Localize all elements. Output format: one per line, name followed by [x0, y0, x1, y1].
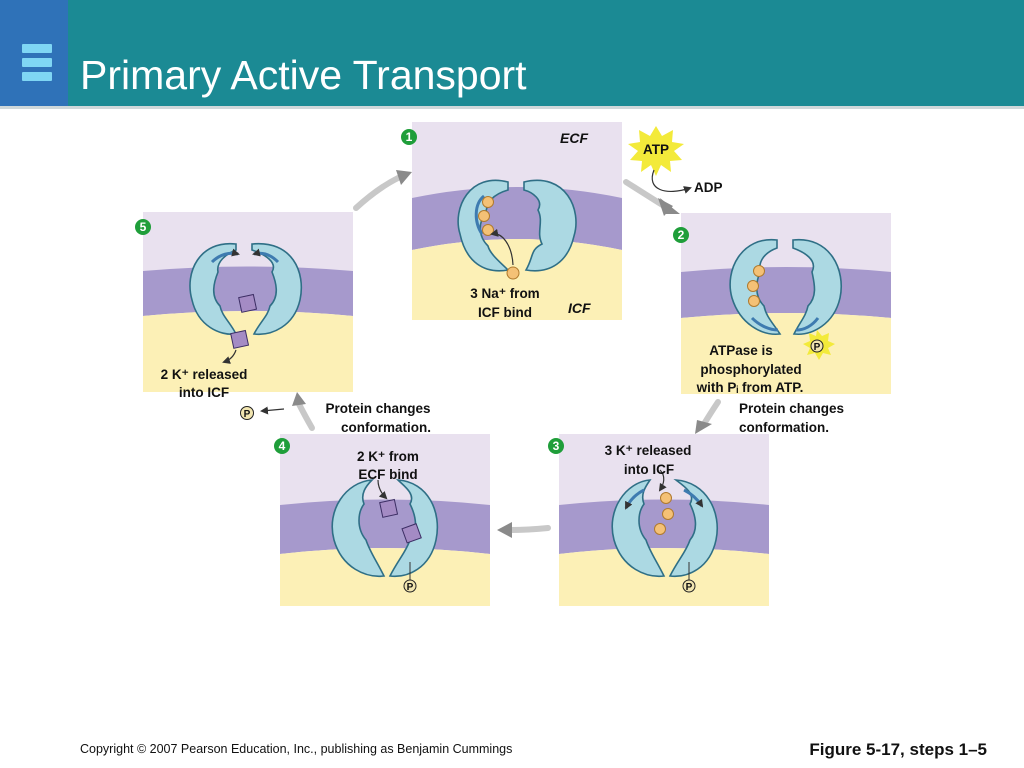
panel-step-3: P 3 K⁺ released into ICF 3	[548, 434, 769, 606]
step2-caption-line3: with Pᵢ from ATP.	[696, 380, 804, 395]
step-badge-4	[274, 438, 290, 454]
header-accent-block	[0, 0, 68, 106]
atp-to-adp-arrow	[651, 169, 692, 194]
potassium-ion	[230, 329, 250, 349]
step-badge-5	[135, 219, 151, 235]
release-arrow	[222, 349, 237, 364]
free-phosphate-label: P	[244, 409, 251, 420]
step-number-5: 5	[140, 220, 147, 234]
atpase-protein	[189, 242, 303, 336]
phosphate-group	[240, 406, 254, 420]
figure-label: Figure 5-17, steps 1–5	[809, 740, 987, 759]
curved-arrow-icon	[695, 399, 721, 434]
step1-caption-line1: 3 Na⁺ from	[470, 286, 539, 301]
panel-step-4: P 2 K⁺ from ECF bind 4	[274, 434, 490, 606]
step-number-3: 3	[553, 439, 560, 453]
panel-step-2: P ATPase is phosphorylated with Pᵢ from …	[673, 213, 891, 395]
step3-caption-line2: into ICF	[624, 462, 674, 477]
sodium-ion	[654, 523, 666, 535]
curved-arrow-icon	[353, 170, 412, 211]
step-badge-2	[673, 227, 689, 243]
icf-label: ICF	[568, 300, 591, 316]
step1-caption-line2: ICF bind	[478, 305, 532, 320]
adp-label: ADP	[694, 180, 723, 195]
step-badge-1	[401, 129, 417, 145]
phosphate-label: P	[407, 582, 414, 593]
sodium-ion	[748, 295, 760, 307]
stacked-bars-icon	[22, 58, 52, 67]
curved-arrow-icon	[497, 522, 551, 538]
curved-arrow-icon	[623, 179, 680, 216]
conformation-label-2to3-line2: conformation.	[739, 420, 829, 435]
step5-caption-line2: into ICF	[179, 385, 229, 400]
conformation-label-4to5-line1: Protein changes	[325, 401, 430, 416]
release-arrow	[658, 469, 667, 492]
step2-caption-line2: phosphorylated	[700, 362, 801, 377]
curved-arrow-icon	[292, 392, 315, 431]
step4-caption-line1: 2 K⁺ from	[357, 449, 419, 464]
starburst-icon: ATP	[628, 126, 684, 176]
conformation-label-4to5-line2: conformation.	[341, 420, 431, 435]
phosphate-release-arrow	[260, 406, 285, 415]
sodium-ion	[506, 266, 520, 280]
primary-active-transport-diagram: ECF ICF 3 Na⁺ from ICF bind 1 ATP ADP P …	[135, 122, 891, 606]
step5-caption-line1: 2 K⁺ released	[161, 367, 248, 382]
atpase-protein	[457, 179, 577, 272]
phosphate-label: P	[686, 582, 693, 593]
phosphate-group	[403, 579, 417, 593]
step-number-1: 1	[406, 130, 413, 144]
panel-step-5: 2 K⁺ released into ICF 5	[135, 212, 353, 400]
step3-caption-line1: 3 K⁺ released	[605, 443, 692, 458]
sodium-ion	[662, 508, 674, 520]
step2-caption-line1: ATPase is	[709, 343, 773, 358]
phosphate-group	[682, 579, 696, 593]
slide-title: Primary Active Transport	[80, 52, 527, 98]
step4-caption-line2: ECF bind	[358, 467, 417, 482]
binding-arrow	[377, 479, 388, 500]
copyright-notice: Copyright © 2007 Pearson Education, Inc.…	[80, 742, 513, 756]
step-badge-3	[548, 438, 564, 454]
step-number-4: 4	[279, 439, 286, 453]
sodium-ion	[747, 280, 759, 292]
potassium-ion	[238, 293, 258, 313]
binding-arrow	[490, 228, 514, 266]
sodium-ion	[482, 196, 494, 208]
panel-step-1: ECF ICF 3 Na⁺ from ICF bind 1	[401, 122, 622, 320]
sodium-ion	[753, 265, 765, 277]
atpase-protein	[331, 479, 439, 578]
potassium-ion	[401, 523, 422, 544]
stacked-bars-icon	[22, 72, 52, 81]
ecf-label: ECF	[560, 130, 588, 146]
phosphate-label: P	[814, 342, 821, 353]
potassium-ion	[379, 498, 399, 518]
stacked-bars-icon	[22, 44, 52, 53]
sodium-ion	[482, 224, 494, 236]
conformation-label-2to3-line1: Protein changes	[739, 401, 844, 416]
sodium-ion	[660, 492, 672, 504]
phosphate-group	[810, 339, 824, 353]
sodium-ion	[478, 210, 490, 222]
header-divider	[0, 106, 1024, 109]
slide-header: Primary Active Transport	[0, 0, 1024, 106]
step-number-2: 2	[678, 228, 685, 242]
atp-label: ATP	[643, 142, 669, 157]
